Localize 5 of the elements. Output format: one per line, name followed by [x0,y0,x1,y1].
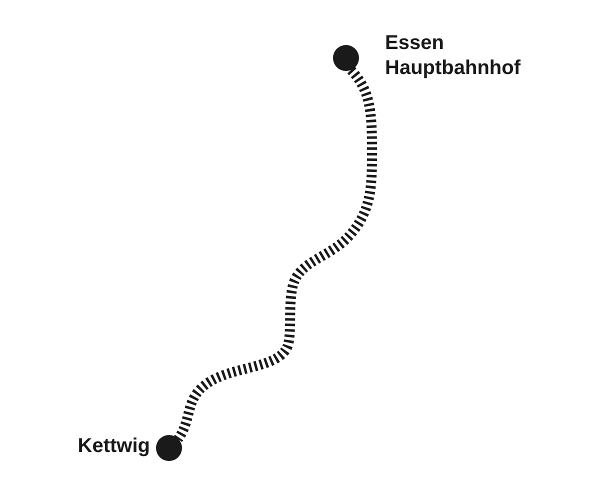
station-dot [333,45,359,71]
station-name: Essen Hauptbahnhof [385,31,522,81]
station-dot [156,435,182,461]
station-name: Kettwig [76,434,150,459]
railway-line [174,66,377,442]
